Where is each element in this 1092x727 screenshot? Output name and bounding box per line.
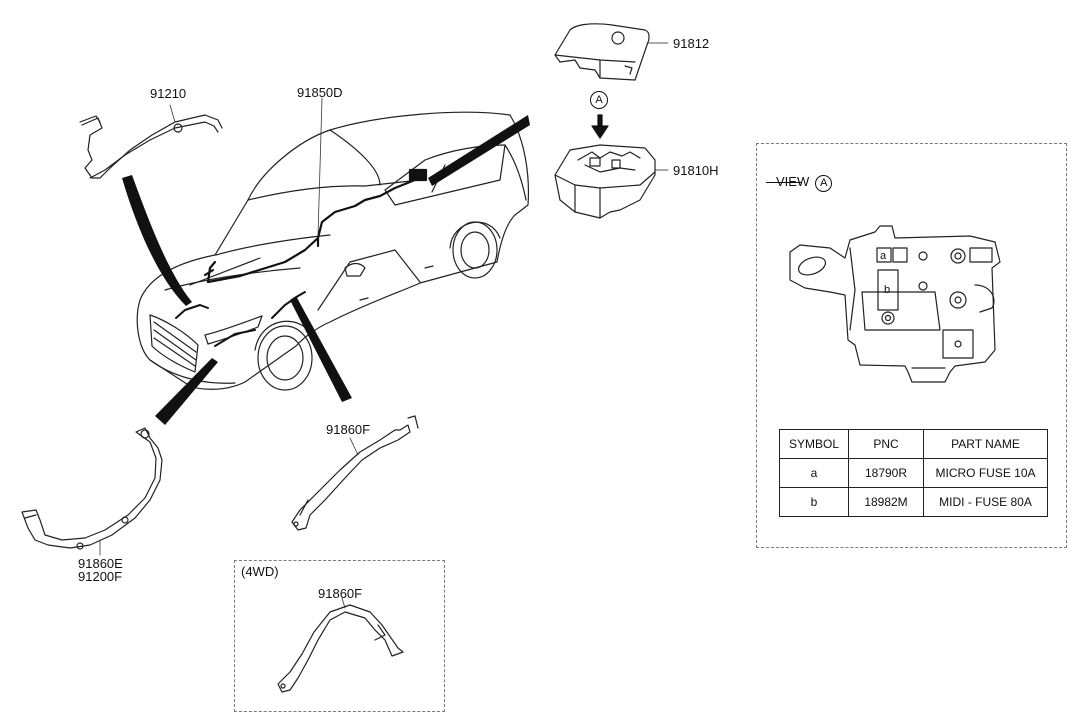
header-symbol: SYMBOL — [779, 429, 849, 459]
box-4wd-title: (4WD) — [241, 564, 279, 579]
fuse-table-header: SYMBOL PNC PART NAME — [779, 429, 1048, 459]
fuse-table: SYMBOL PNC PART NAME a 18790R MICRO FUSE… — [779, 429, 1048, 517]
view-title: VIEW A — [776, 174, 833, 192]
label-91810h: 91810H — [673, 163, 719, 178]
header-part-name: PART NAME — [923, 429, 1048, 459]
label-91850d: 91850D — [297, 85, 343, 100]
header-pnc: PNC — [848, 429, 924, 459]
front-harness — [175, 291, 306, 347]
view-a-marker: A — [590, 91, 608, 109]
cell-part-name: MICRO FUSE 10A — [923, 458, 1048, 488]
callout-wedges — [122, 115, 530, 425]
fuse-box-cover-91812 — [554, 23, 669, 81]
label-91860f: 91860F — [326, 422, 371, 437]
cable-91860e — [21, 427, 163, 550]
fuse-label-b: b — [884, 284, 891, 296]
table-row: b 18982M MIDI - FUSE 80A — [779, 487, 1048, 517]
view-title-marker: A — [815, 175, 833, 192]
view-title-underline — [766, 182, 802, 183]
fuse-box-view-a — [789, 225, 1001, 383]
down-arrow-icon — [591, 114, 609, 139]
view-a-panel — [756, 143, 1067, 548]
box-4wd: (4WD) 91860F — [234, 560, 445, 712]
table-row: a 18790R MICRO FUSE 10A — [779, 458, 1048, 488]
label-91210: 91210 — [150, 86, 187, 101]
label-91200f: 91200F — [78, 569, 123, 584]
cable-91860f — [291, 415, 419, 531]
cell-part-name: MIDI - FUSE 80A — [923, 487, 1048, 517]
cell-symbol: b — [779, 487, 849, 517]
label-91860f-4wd: 91860F — [318, 586, 363, 601]
label-91860e: 91860E — [78, 556, 123, 571]
cell-symbol: a — [779, 458, 849, 488]
cable-91860f-4wd — [277, 604, 404, 693]
cell-pnc: 18982M — [848, 487, 924, 517]
cell-pnc: 18790R — [848, 458, 924, 488]
fuse-label-a: a — [880, 250, 887, 262]
view-title-text: VIEW — [776, 174, 810, 189]
main-wiring-harness — [203, 168, 428, 284]
cable-91210 — [79, 114, 223, 179]
fuse-box-91810h — [554, 144, 669, 219]
label-91812: 91812 — [673, 36, 710, 51]
